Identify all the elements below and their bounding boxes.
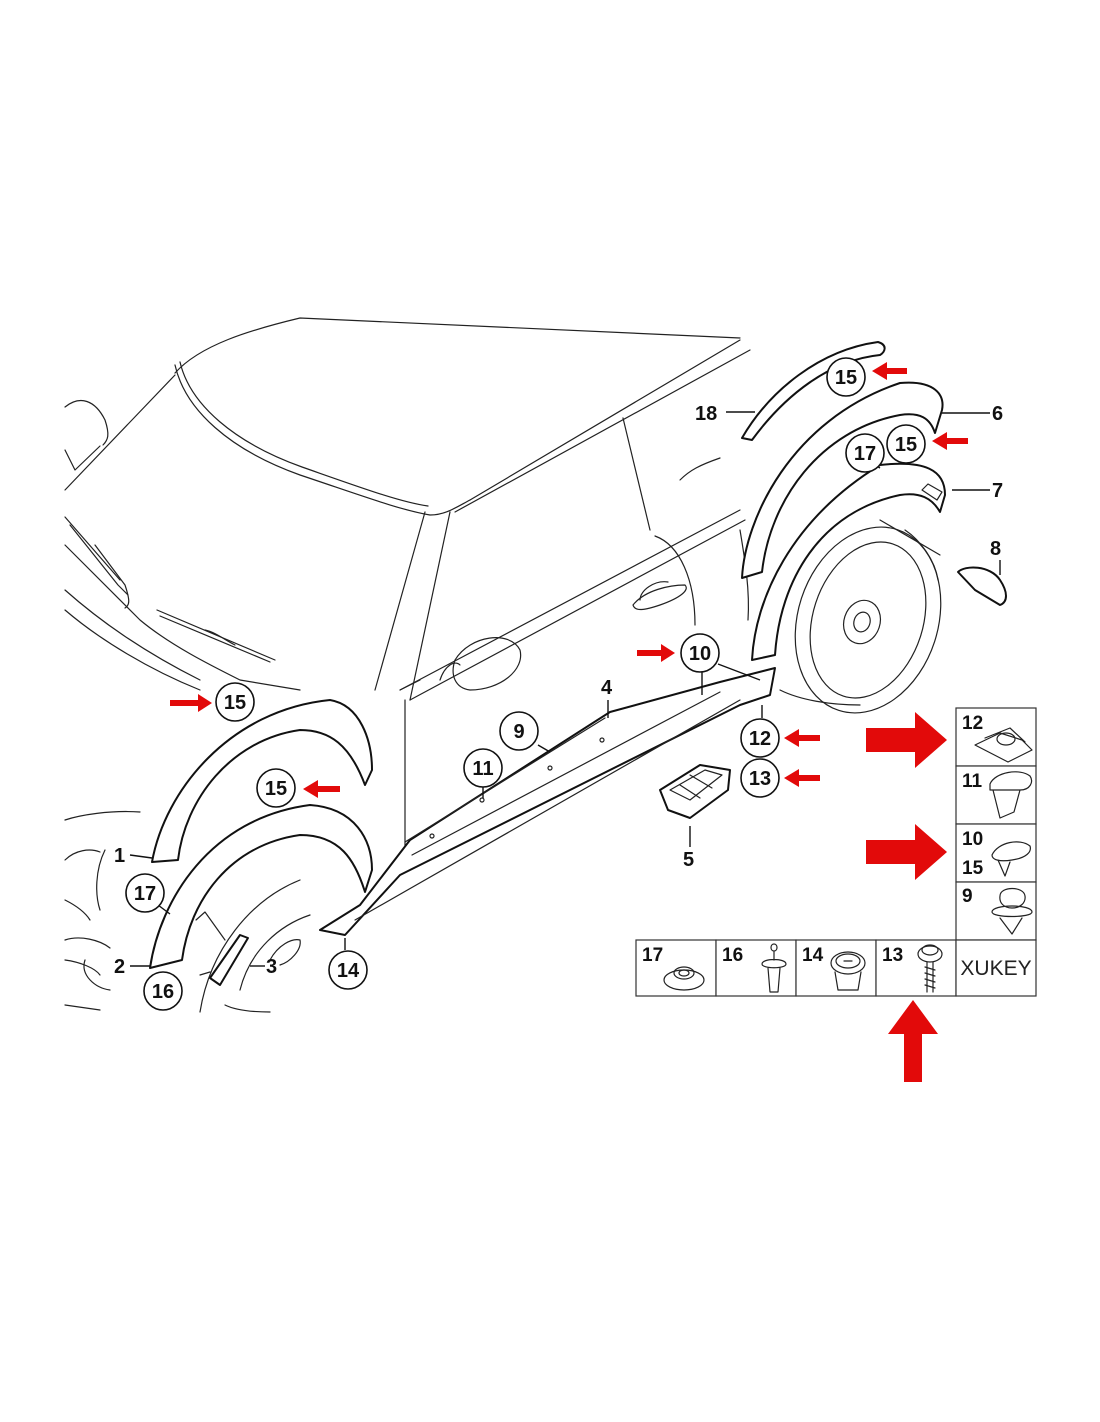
svg-text:17: 17 bbox=[854, 443, 876, 465]
side-marker-3 bbox=[195, 911, 249, 986]
callout-15-front-mid: 15 bbox=[256, 768, 296, 808]
clip-nut-icon bbox=[974, 727, 1033, 763]
callout-12: 12 bbox=[740, 718, 780, 758]
svg-text:12: 12 bbox=[962, 713, 983, 734]
part-label-6: 6 bbox=[992, 403, 1003, 425]
fastener-cell-12: 12 bbox=[962, 713, 1033, 763]
svg-text:10: 10 bbox=[962, 829, 983, 850]
fastener-grid: 12 11 10 15 9 17 16 14 bbox=[635, 707, 1037, 997]
svg-text:16: 16 bbox=[152, 981, 174, 1003]
part-label-1: 1 bbox=[114, 845, 125, 867]
callout-14: 14 bbox=[328, 950, 368, 990]
callout-17-rear: 17 bbox=[845, 433, 885, 473]
callout-9: 9 bbox=[499, 711, 539, 751]
arrow-right-icon bbox=[637, 644, 675, 662]
svg-text:11: 11 bbox=[472, 758, 493, 780]
callout-17-front: 17 bbox=[125, 873, 165, 913]
svg-text:15: 15 bbox=[265, 778, 287, 800]
arrow-left-icon bbox=[303, 780, 340, 798]
svg-text:12: 12 bbox=[749, 728, 771, 750]
fastener-cell-13: 13 bbox=[882, 944, 943, 993]
svg-text:13: 13 bbox=[882, 945, 903, 966]
svg-text:14: 14 bbox=[802, 945, 824, 966]
svg-text:16: 16 bbox=[722, 945, 743, 966]
part-label-7: 7 bbox=[992, 480, 1003, 502]
part-label-5: 5 bbox=[683, 849, 694, 871]
part-label-2: 2 bbox=[114, 956, 125, 978]
side-sill-panel bbox=[319, 667, 776, 936]
svg-text:14: 14 bbox=[337, 960, 360, 982]
callout-15-rear-top: 15 bbox=[826, 357, 866, 397]
plastic-nut-icon bbox=[830, 951, 866, 975]
fastener-cell-10-15: 10 15 bbox=[962, 829, 1031, 879]
rear-arch-strip-18 bbox=[741, 341, 886, 441]
part-label-4: 4 bbox=[601, 677, 613, 699]
arrow-left-icon bbox=[784, 729, 820, 747]
front-arch-trim-upper bbox=[151, 699, 373, 863]
fastener-cell-14: 14 bbox=[802, 945, 866, 991]
fastener-cell-11: 11 bbox=[962, 771, 1033, 819]
part-label-3: 3 bbox=[266, 956, 277, 978]
part-label-8: 8 bbox=[990, 538, 1001, 560]
leader-lines bbox=[129, 411, 1001, 967]
push-rivet-icon bbox=[761, 943, 787, 993]
rear-arch-trim-lower bbox=[751, 462, 946, 661]
callout-10: 10 bbox=[680, 633, 720, 673]
big-red-arrows bbox=[866, 712, 947, 1082]
fastener-cell-16: 16 bbox=[722, 943, 787, 993]
big-arrow-right-icon bbox=[866, 824, 947, 880]
svg-text:15: 15 bbox=[895, 434, 917, 456]
arrow-right-icon bbox=[170, 694, 212, 712]
screw-icon bbox=[917, 945, 943, 963]
jack-pad bbox=[659, 764, 731, 819]
callout-16-front: 16 bbox=[143, 971, 183, 1011]
arrow-left-icon bbox=[932, 432, 968, 450]
big-arrow-right-icon bbox=[866, 712, 947, 768]
svg-text:13: 13 bbox=[749, 768, 771, 790]
svg-text:15: 15 bbox=[962, 858, 984, 879]
svg-text:9: 9 bbox=[962, 886, 973, 907]
fastener-cell-17: 17 bbox=[642, 945, 705, 991]
part-label-18: 18 bbox=[695, 403, 717, 425]
callout-13: 13 bbox=[740, 758, 780, 798]
car-body-outline bbox=[64, 317, 942, 1013]
svg-text:15: 15 bbox=[224, 692, 246, 714]
big-arrow-up-icon bbox=[888, 1000, 938, 1082]
expanding-rivet-icon bbox=[989, 771, 1033, 819]
svg-text:10: 10 bbox=[689, 643, 711, 665]
arrow-left-icon bbox=[784, 769, 820, 787]
small-red-arrows bbox=[170, 362, 968, 798]
svg-text:17: 17 bbox=[134, 883, 156, 905]
callout-15-rear-mid: 15 bbox=[886, 424, 926, 464]
svg-text:XUKEY: XUKEY bbox=[960, 957, 1031, 980]
brand-cell: XUKEY bbox=[960, 957, 1031, 980]
trim-clip-icon bbox=[991, 841, 1031, 877]
rear-end-cap-8 bbox=[957, 566, 1007, 606]
svg-text:17: 17 bbox=[642, 945, 663, 966]
front-arch-trim-lower bbox=[149, 804, 373, 969]
callout-15-front-top: 15 bbox=[215, 682, 255, 722]
callout-11: 11 bbox=[463, 748, 503, 788]
rear-arch-trim-upper bbox=[741, 381, 944, 579]
fastener-cell-9: 9 bbox=[962, 886, 1033, 935]
arrow-left-icon bbox=[872, 362, 907, 380]
svg-text:11: 11 bbox=[962, 771, 983, 792]
svg-text:15: 15 bbox=[835, 367, 857, 389]
push-clip-icon bbox=[991, 887, 1033, 935]
part-labels: 1 2 3 4 5 6 7 8 18 bbox=[114, 403, 1003, 978]
svg-text:9: 9 bbox=[513, 721, 524, 743]
